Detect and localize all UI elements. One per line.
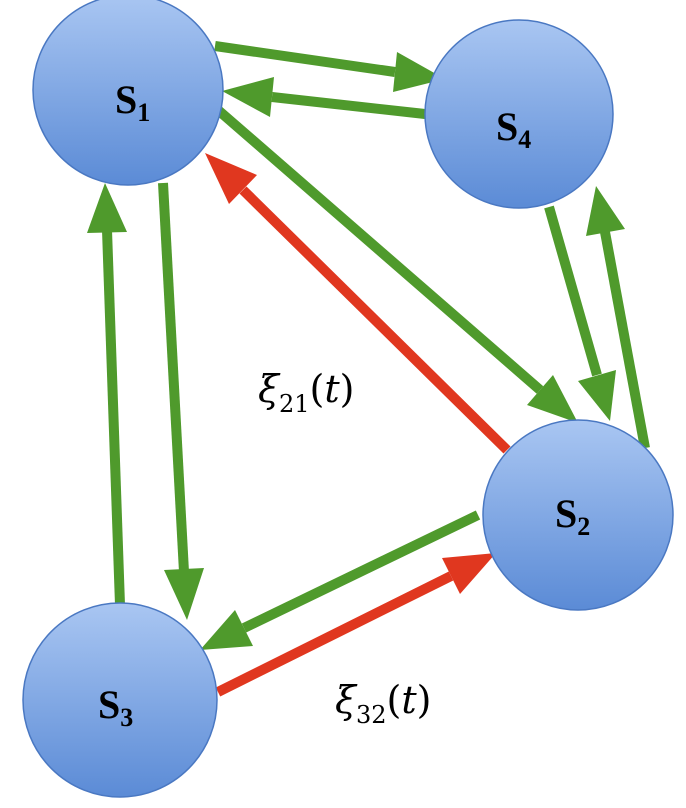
edge-line: [271, 92, 426, 119]
node-s1[interactable]: S1: [32, 0, 224, 186]
edge-s2-to-s4: [586, 186, 650, 449]
arrowhead-icon: [442, 553, 496, 594]
edge-line: [600, 231, 650, 449]
rate-label-xi32: ξ32(t): [335, 678, 431, 729]
edge-line: [544, 205, 602, 377]
edge-s4-to-s2: [544, 205, 616, 421]
edge-s4-to-s1: [222, 77, 426, 119]
node-label: S2: [555, 491, 590, 541]
edge-line: [214, 106, 544, 394]
rate-label-xi21: ξ21(t): [258, 367, 354, 418]
node-label: S1: [115, 77, 150, 127]
arrowhead-icon: [222, 77, 274, 117]
rate-label-text: ξ32(t): [335, 678, 431, 729]
edge-line: [215, 571, 454, 697]
arrowhead-icon: [578, 370, 616, 421]
node-s2[interactable]: S2: [482, 419, 674, 611]
arrowhead-icon: [87, 183, 127, 233]
node-layer: S1 S4 S2 S3: [22, 0, 674, 798]
edge-s1-to-s2: [214, 106, 578, 423]
edge-s2-to-s1: [205, 153, 511, 454]
arrowhead-icon: [527, 375, 578, 423]
arrowhead-icon: [164, 568, 204, 620]
edge-line: [239, 186, 511, 454]
edge-line: [102, 229, 125, 606]
arrowhead-icon: [586, 186, 625, 236]
rate-label-text: ξ21(t): [258, 367, 354, 418]
arrowhead-icon: [205, 153, 257, 204]
node-circle: [424, 19, 614, 209]
node-label: S3: [98, 682, 133, 732]
edge-layer: [87, 41, 650, 697]
node-circle: [32, 0, 224, 186]
edge-line: [158, 182, 189, 573]
node-s4[interactable]: S4: [424, 19, 614, 209]
node-circle: [482, 419, 674, 611]
node-label: S4: [496, 104, 531, 154]
edge-s3-to-s1: [87, 183, 127, 606]
edge-s3-to-s2: [215, 553, 496, 697]
edge-line: [214, 41, 396, 77]
node-s3[interactable]: S3: [22, 602, 218, 798]
edge-s2-to-s3: [200, 510, 481, 650]
arrowhead-icon: [200, 610, 253, 650]
node-circle: [22, 602, 218, 798]
edge-line: [241, 510, 481, 633]
edge-s1-to-s3: [158, 182, 204, 620]
